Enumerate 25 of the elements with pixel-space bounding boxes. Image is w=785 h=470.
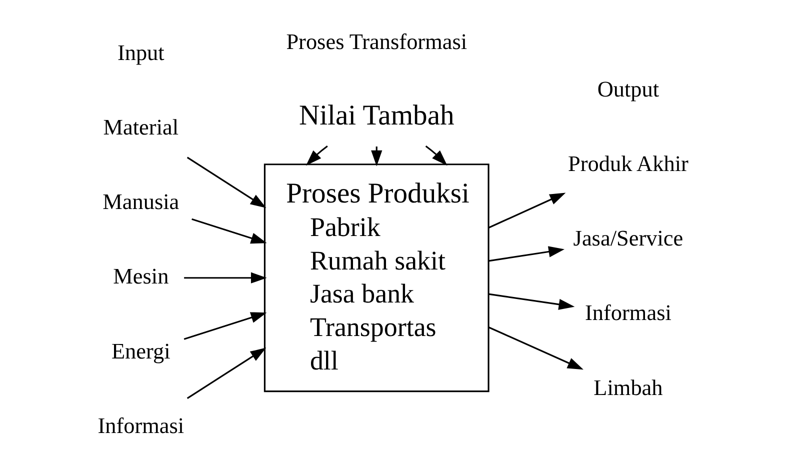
arrow xyxy=(184,312,267,340)
arrow xyxy=(488,192,566,228)
arrow xyxy=(488,293,575,310)
arrow xyxy=(186,348,266,399)
arrow xyxy=(192,218,267,244)
node-text: Energi xyxy=(111,338,170,364)
node-text: Informasi xyxy=(585,300,672,326)
label: Input xyxy=(117,40,164,65)
arrow xyxy=(488,326,584,370)
arrow xyxy=(425,146,448,166)
node-text: Produk Akhir xyxy=(568,151,688,176)
label: Output xyxy=(597,76,660,102)
node-text: Jasa/Service xyxy=(573,226,684,251)
node-text: Limbah xyxy=(594,374,663,400)
node-box: Proses Produksi Pabrik Rumah sakit Jasa bank Transportas dll xyxy=(264,164,490,392)
node-text: Mesin xyxy=(113,264,169,289)
node-text: Manusia xyxy=(102,189,180,214)
node-text: Nilai Tambah xyxy=(298,100,454,132)
label: Proses Transformasi xyxy=(286,28,468,54)
arrow xyxy=(184,272,267,284)
arrow xyxy=(306,146,328,166)
node-text: Material xyxy=(103,114,179,140)
arrow xyxy=(488,246,565,262)
node-text: Informasi xyxy=(98,412,184,438)
arrow xyxy=(186,156,266,208)
